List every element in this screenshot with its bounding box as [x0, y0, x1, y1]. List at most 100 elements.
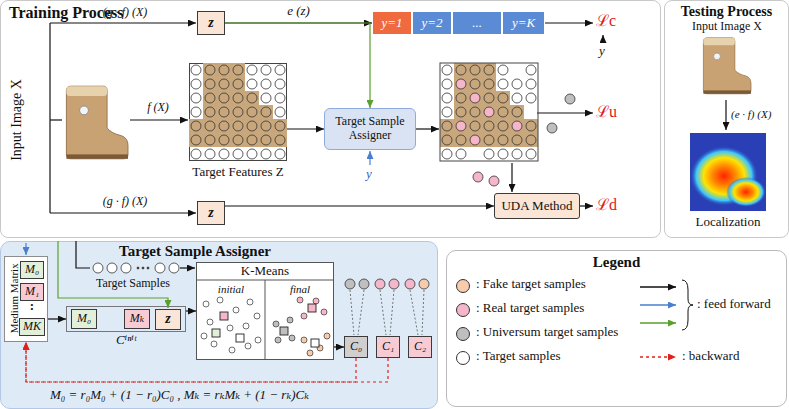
cluster-point [275, 337, 281, 343]
grid-sample [512, 93, 522, 103]
grid-sample [526, 93, 536, 103]
grid-sample [526, 65, 536, 75]
legend-swatch [456, 303, 470, 317]
node-text: C₂ [414, 340, 426, 354]
grid-sample [247, 79, 257, 89]
grid-sample [275, 79, 285, 89]
connector [225, 23, 370, 108]
cluster-outputs [405, 279, 415, 289]
grid-sample [205, 79, 215, 89]
cluster-point [227, 325, 233, 331]
grid-cell [496, 105, 510, 119]
grid-sample [205, 135, 215, 145]
cluster-points [201, 297, 330, 356]
class-cell: y=1 [372, 11, 412, 35]
grid-cell [468, 105, 482, 119]
cluster-point [217, 297, 223, 303]
text-label: (g · f) (X) [103, 195, 148, 209]
process-box: Target Sample Assigner [324, 108, 416, 150]
grid-cell [217, 77, 231, 91]
grid-cell [259, 105, 273, 119]
class-cell: y=2 [412, 11, 452, 35]
legend-swatch [456, 351, 470, 365]
grid-sample [233, 65, 243, 75]
connector [225, 22, 372, 23]
grid-sample [191, 93, 201, 103]
matrix-box: Medium MatrixM₀M₁MK [4, 256, 48, 342]
grid-sample [261, 79, 271, 89]
node-text: C₁ [382, 340, 394, 354]
grid-sample [456, 79, 466, 89]
target-sample-dots [147, 267, 149, 269]
training-arrows [369, 151, 370, 165]
cluster-point [203, 301, 209, 307]
cluster-outputs [380, 290, 386, 335]
grid-sample [191, 149, 201, 159]
node-text: Cⁱⁿⁱᵗ [116, 333, 136, 348]
grid-sample [219, 107, 229, 117]
text-label: Input Image X [692, 20, 762, 34]
testing-art [690, 146, 758, 206]
grid-sample [442, 79, 452, 89]
sample-dots [473, 172, 483, 182]
node-text: y=2 [421, 16, 442, 31]
grid-sample [512, 135, 522, 145]
cluster-point [317, 345, 323, 351]
assigned-grid [440, 63, 538, 161]
grid-cell [189, 119, 203, 133]
testing-art [725, 100, 726, 130]
cluster-point [289, 335, 295, 341]
grid-cell [231, 133, 245, 147]
grid-cell [482, 119, 496, 133]
grid-cell [217, 63, 231, 77]
cluster-center [311, 339, 319, 347]
cluster-point [245, 343, 251, 349]
grid-sample [247, 121, 257, 131]
panel: Training Processzy=1y=2...y=KTarget Feat… [0, 0, 661, 238]
grid-cell [440, 119, 454, 133]
grid-sample [261, 65, 271, 75]
training-arrows [580, 205, 593, 206]
grid-cell [454, 63, 468, 77]
grid-sample [526, 79, 536, 89]
legend-lines [640, 304, 676, 305]
node-text: K-Means [197, 264, 333, 279]
grid-sample [526, 121, 536, 131]
init-group: CⁱⁿⁱᵗM₀Mₖz [66, 306, 186, 332]
text-label: : [30, 299, 34, 314]
grid-cell [245, 119, 259, 133]
text-label: y [599, 44, 605, 59]
grid-sample [456, 93, 466, 103]
grid-sample [205, 65, 215, 75]
grid-sample [275, 93, 285, 103]
center-box: C₁ [376, 336, 400, 358]
training-arrows [130, 119, 188, 120]
grid-cell [245, 91, 259, 105]
target-sample-dots [137, 267, 139, 269]
text-label: ℒu [596, 103, 617, 121]
target-sample-dots [142, 267, 144, 269]
cluster-point [321, 309, 327, 315]
grid-cell [203, 91, 217, 105]
grid-sample [442, 121, 452, 131]
target-sample-dots [155, 263, 165, 273]
cluster-outputs [389, 279, 399, 289]
grid-sample [484, 65, 494, 75]
assigner-lines [196, 280, 334, 281]
grid-sample [205, 149, 215, 159]
grid-sample [456, 121, 466, 131]
node-text: final [266, 283, 334, 296]
grid-sample [219, 121, 229, 131]
grid-sample [219, 79, 229, 89]
text-label: (g · f) (X) [103, 6, 148, 20]
text-label: ℒc [596, 12, 616, 30]
target-sample-dots [93, 263, 103, 273]
process-box: UDA Method [494, 193, 580, 219]
assigner-lines [265, 280, 266, 360]
assigner-lines [180, 267, 195, 268]
cluster-point [313, 298, 319, 304]
legend-text: : Target samples [476, 349, 561, 364]
testing-art [690, 38, 766, 211]
cluster-point [301, 313, 307, 319]
grid-cell [203, 77, 217, 91]
